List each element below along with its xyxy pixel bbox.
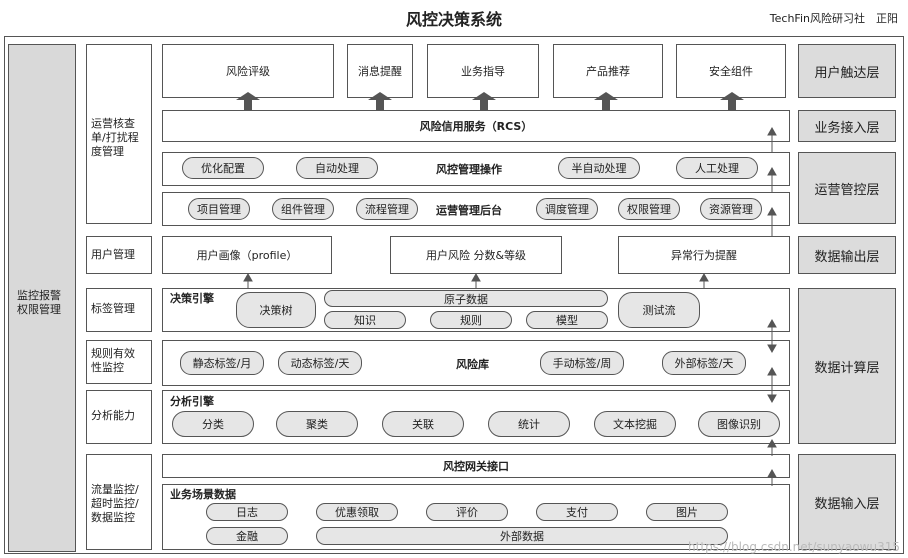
scene-external: 外部数据 [316, 527, 728, 545]
small-up-arrow [767, 206, 777, 236]
output-user-risk: 用户风险 分数&等级 [390, 236, 562, 274]
left-sidebar: 监控报警 权限管理 [8, 44, 76, 552]
ops-backend-title: 运营管理后台 [436, 204, 502, 217]
left-col-tag-mgmt: 标签管理 [86, 288, 152, 332]
app-message-reminder: 消息提醒 [347, 44, 413, 98]
scene-item: 支付 [536, 503, 618, 521]
risk-lib-item: 外部标签/天 [662, 351, 746, 375]
double-arrow [767, 366, 777, 404]
layer-compute: 数据计算层 [798, 288, 896, 444]
small-up-arrow [767, 126, 777, 152]
left-col-user-mgmt: 用户管理 [86, 236, 152, 274]
decision-tree: 决策树 [236, 292, 316, 328]
analysis-item: 分类 [172, 411, 254, 437]
analysis-item: 关联 [382, 411, 464, 437]
app-product-recommend: 产品推荐 [553, 44, 663, 98]
watermark: https://blog.csdn.net/sunyaowu315 [688, 540, 900, 554]
analysis-engine-panel [162, 390, 790, 444]
scene-finance: 金融 [206, 527, 288, 545]
scene-item: 评价 [426, 503, 508, 521]
atom-item: 模型 [526, 311, 608, 329]
risk-ops-title: 风控管理操作 [436, 163, 502, 176]
risk-ops-item: 优化配置 [182, 157, 264, 179]
author-label: TechFin风险研习社 正阳 [769, 12, 898, 25]
atomic-data: 原子数据 [324, 290, 608, 307]
left-col-rule-monitor: 规则有效 性监控 [86, 340, 152, 384]
small-up-arrow [471, 272, 481, 288]
risk-lib-item: 动态标签/天 [278, 351, 362, 375]
thick-up-arrow [594, 92, 618, 110]
small-up-arrow [767, 468, 777, 486]
layer-output: 数据输出层 [798, 236, 896, 274]
scene-data-title: 业务场景数据 [170, 488, 236, 501]
ops-backend-item: 资源管理 [700, 198, 762, 220]
analysis-engine-title: 分析引擎 [170, 395, 214, 408]
scene-item: 日志 [206, 503, 288, 521]
left-col-ops: 运营核查 单/打扰程 度管理 [86, 44, 152, 224]
test-flow: 测试流 [618, 292, 700, 328]
atom-item: 知识 [324, 311, 406, 329]
risk-lib-title: 风险库 [456, 358, 489, 371]
small-up-arrow [767, 166, 777, 192]
small-up-arrow [243, 272, 253, 288]
layer-ops: 运营管控层 [798, 152, 896, 224]
risk-gateway: 风控网关接口 [162, 454, 790, 478]
scene-item: 优惠领取 [316, 503, 398, 521]
page-title: 风控决策系统 [405, 10, 502, 29]
analysis-item: 文本挖掘 [594, 411, 676, 437]
analysis-item: 统计 [488, 411, 570, 437]
scene-item: 图片 [646, 503, 728, 521]
left-col-flow-monitor: 流量监控/ 超时监控/ 数据监控 [86, 454, 152, 550]
risk-ops-item: 人工处理 [676, 157, 758, 179]
ops-backend-item: 权限管理 [618, 198, 680, 220]
app-risk-rating: 风险评级 [162, 44, 334, 98]
output-user-profile: 用户画像（profile） [162, 236, 332, 274]
risk-ops-item: 自动处理 [296, 157, 378, 179]
ops-backend-item: 流程管理 [356, 198, 418, 220]
small-up-arrow [699, 272, 709, 288]
risk-lib-item: 手动标签/周 [540, 351, 624, 375]
rcs-service: 风险信用服务（RCS） [162, 110, 790, 142]
thick-up-arrow [720, 92, 744, 110]
app-business-guidance: 业务指导 [427, 44, 539, 98]
small-up-arrow [767, 438, 777, 456]
left-col-analysis: 分析能力 [86, 390, 152, 444]
double-arrow [767, 318, 777, 354]
ops-backend-panel [162, 192, 790, 226]
layer-access: 业务接入层 [798, 110, 896, 142]
atom-item: 规则 [430, 311, 512, 329]
risk-lib-item: 静态标签/月 [180, 351, 264, 375]
thick-up-arrow [368, 92, 392, 110]
layer-reach: 用户触达层 [798, 44, 896, 98]
decision-engine-title: 决策引擎 [170, 292, 214, 305]
thick-up-arrow [472, 92, 496, 110]
risk-ops-item: 半自动处理 [558, 157, 640, 179]
thick-up-arrow [236, 92, 260, 110]
analysis-item: 聚类 [276, 411, 358, 437]
ops-backend-item: 调度管理 [536, 198, 598, 220]
ops-backend-item: 组件管理 [272, 198, 334, 220]
layer-input: 数据输入层 [798, 454, 896, 550]
analysis-item: 图像识别 [698, 411, 780, 437]
ops-backend-item: 项目管理 [188, 198, 250, 220]
